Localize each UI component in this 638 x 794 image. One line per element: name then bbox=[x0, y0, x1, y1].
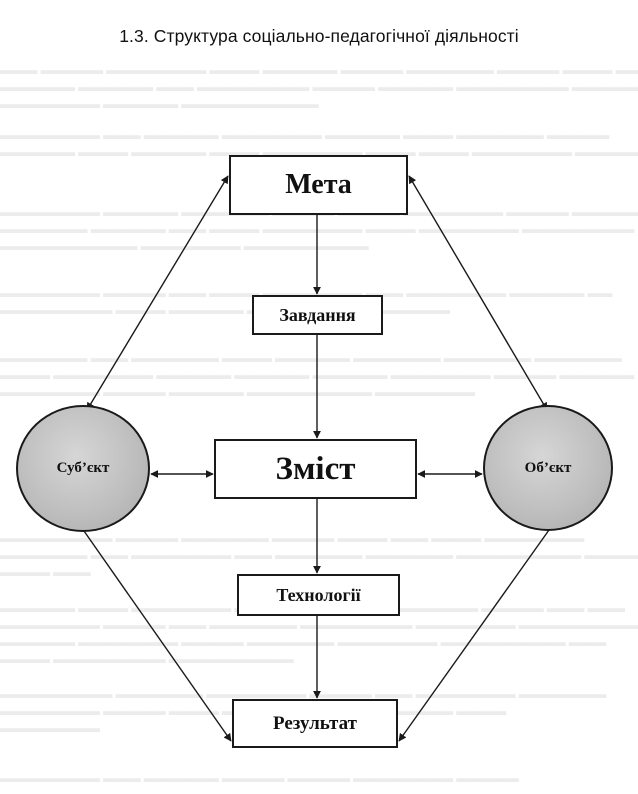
goal-box: Мета bbox=[229, 155, 408, 215]
arrow-subject-goal bbox=[86, 175, 229, 411]
section-heading: 1.3. Структура соціально-педагогічної ді… bbox=[119, 26, 519, 46]
object-label: Об’єкт bbox=[524, 459, 572, 476]
object-circle: Об’єкт bbox=[483, 405, 613, 531]
arrow-subject-to-result bbox=[83, 530, 232, 742]
tasks-box: Завдання bbox=[252, 295, 383, 335]
technologies-box: Технології bbox=[237, 574, 400, 616]
arrow-object-goal bbox=[408, 175, 548, 411]
result-box: Результат bbox=[232, 699, 398, 748]
subject-circle: Суб’єкт bbox=[16, 405, 150, 532]
subject-label: Суб’єкт bbox=[56, 460, 110, 476]
content-box: Зміст bbox=[214, 439, 417, 499]
arrow-object-to-result bbox=[398, 529, 550, 742]
